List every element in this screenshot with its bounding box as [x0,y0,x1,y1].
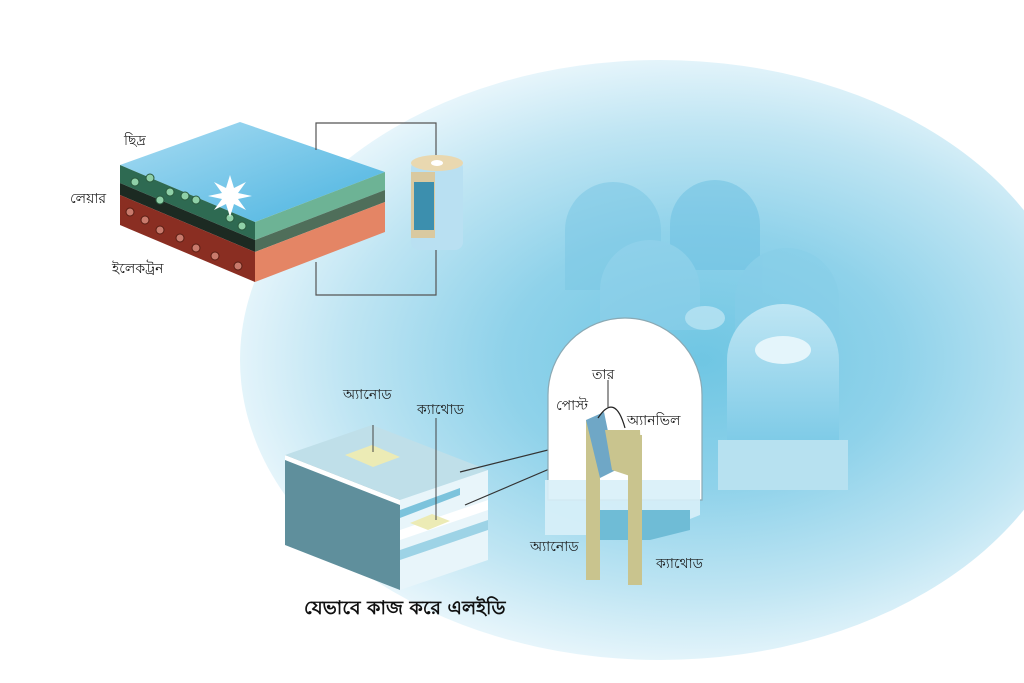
label-layer: লেয়ার [70,191,107,207]
semiconductor-layers-icon [120,122,385,282]
label-led-cathode: ক্যাথোড [656,556,703,572]
label-wire: তার [592,367,615,383]
label-chip-cathode: ক্যাথোড [417,402,464,418]
circuit-wire-icon [315,122,437,158]
led-component-icon [545,317,703,585]
diagram-title: যেভাবে কাজ করে এলইডি [304,597,506,619]
label-anvil: অ্যানভিল [627,413,681,429]
label-electron: ইলেকট্রন [112,261,164,277]
label-led-anode: অ্যানোড [530,539,579,555]
blue-led-icon [718,304,848,490]
led-chip-icon [285,418,488,590]
label-hole: ছিদ্র [124,133,146,149]
background-leds-icon [565,180,839,340]
label-chip-anode: অ্যানোড [343,387,392,403]
battery-icon [411,155,463,250]
label-post: পোস্ট [556,398,588,414]
